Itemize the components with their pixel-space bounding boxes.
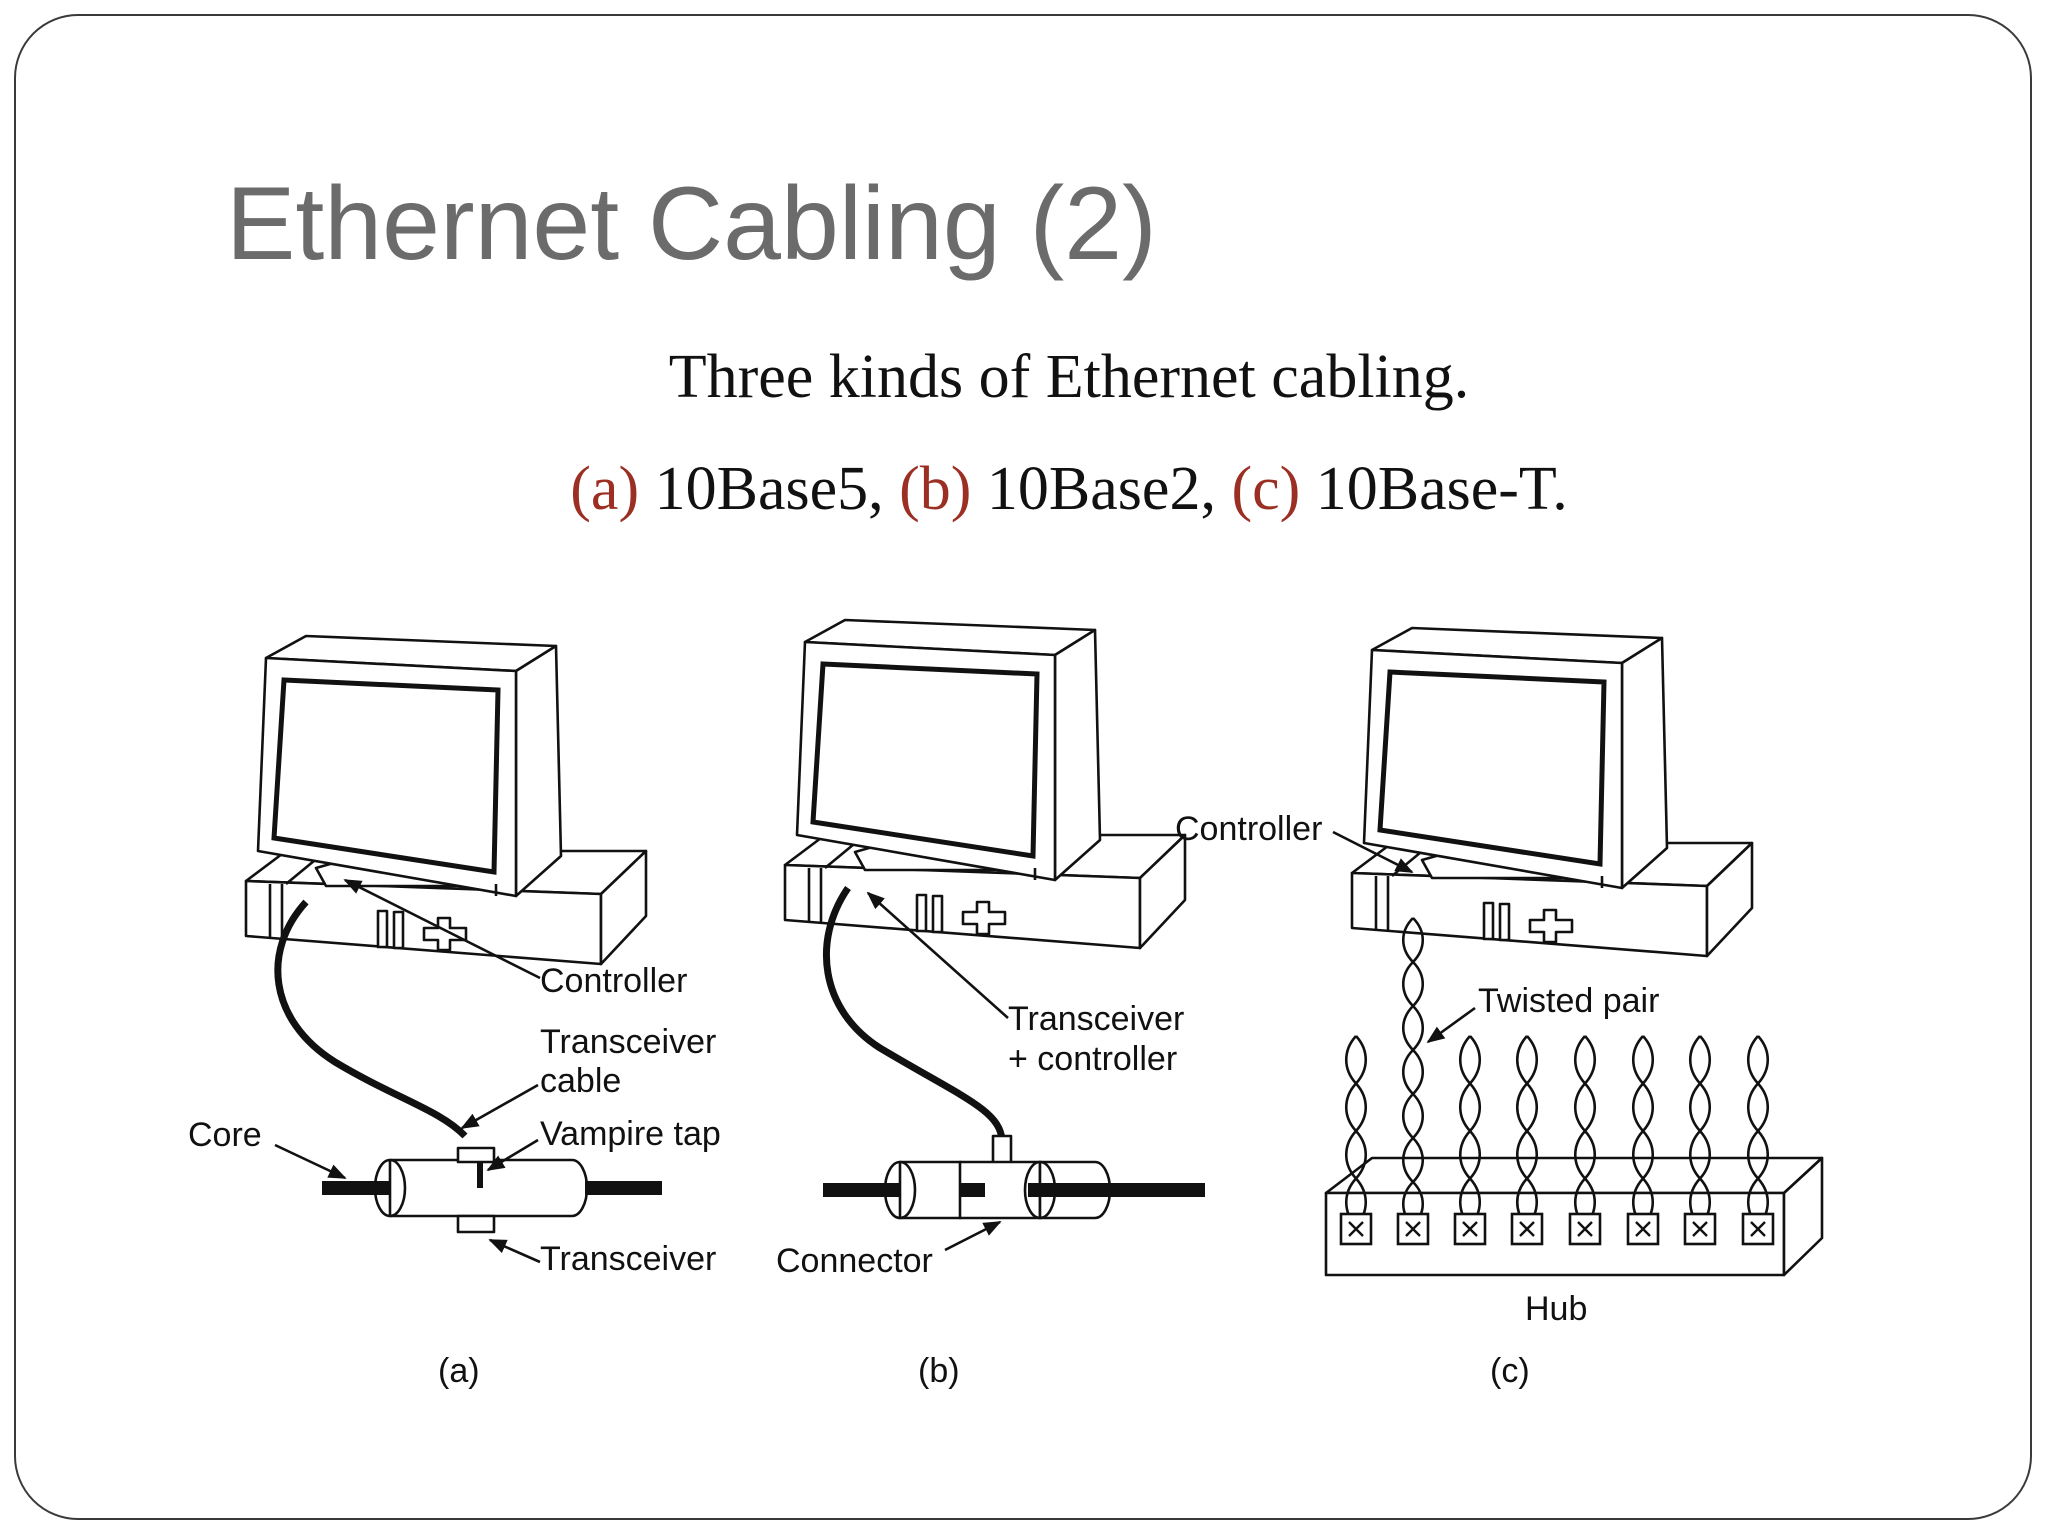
- label-transceiver: Transceiver: [540, 1240, 716, 1278]
- label-transceiver-cable-line2: cable: [540, 1062, 621, 1100]
- hub-port-x-mark: [1519, 1221, 1535, 1237]
- label-connector: Connector: [776, 1242, 933, 1280]
- panel-a-caption: (a): [438, 1352, 480, 1390]
- label-vampire-tap: Vampire tap: [540, 1115, 721, 1153]
- hub-port-x-mark: [1405, 1221, 1421, 1237]
- caption-tag-b: (b): [899, 455, 972, 523]
- label-controller-c: Controller: [1175, 810, 1322, 848]
- hub-port-x-mark: [1348, 1221, 1364, 1237]
- twisted-pair-wire: [1458, 1035, 1482, 1227]
- hub-port-x-mark: [1750, 1221, 1766, 1237]
- caption-text-a: 10Base5,: [639, 455, 900, 523]
- twisted-pair-wire: [1515, 1035, 1539, 1227]
- computer-a-icon: [246, 636, 646, 964]
- hub-port: [1626, 1212, 1660, 1246]
- twisted-pair-wire: [1746, 1035, 1770, 1227]
- panel-c-caption: (c): [1490, 1352, 1530, 1390]
- caption-line-2: (a) 10Base5, (b) 10Base2, (c) 10Base-T.: [45, 458, 2048, 520]
- twisted-pair-wire: [1344, 1035, 1368, 1227]
- label-transceiver-cable-line1: Transceiver: [540, 1023, 716, 1061]
- panel-c: Controller Twisted pair Hub (c): [1175, 628, 1824, 1390]
- label-controller-a: Controller: [540, 962, 687, 1000]
- hub-port-x-mark: [1692, 1221, 1708, 1237]
- label-transceiver-controller-line2: + controller: [1008, 1040, 1177, 1078]
- twisted-pair-wire: [1631, 1035, 1655, 1227]
- caption-line-1: Three kinds of Ethernet cabling.: [668, 343, 1470, 411]
- panel-a: Controller Transceiver cable Core Vampir…: [188, 636, 721, 1390]
- caption-text-b: 10Base2,: [971, 455, 1232, 523]
- hub-port-x-mark: [1577, 1221, 1593, 1237]
- hub-ports: [1339, 1212, 1775, 1246]
- panel-b: Transceiver + controller Connector (b): [776, 620, 1205, 1390]
- label-hub: Hub: [1525, 1290, 1587, 1328]
- hub-port-x-mark: [1635, 1221, 1651, 1237]
- twisted-pair-wire: [1688, 1035, 1712, 1227]
- hub-port-x-mark: [1462, 1221, 1478, 1237]
- twisted-pair-wire: [1573, 1035, 1597, 1227]
- slide-title: Ethernet Cabling (2): [226, 166, 1157, 282]
- label-twisted-pair: Twisted pair: [1478, 982, 1659, 1020]
- twisted-pairs: [1344, 917, 1770, 1227]
- computer-c-icon: [1352, 628, 1752, 956]
- panel-b-caption: (b): [918, 1352, 960, 1390]
- caption-text-c: 10Base-T.: [1300, 455, 1568, 523]
- caption-tag-a: (a): [570, 455, 640, 523]
- twisted-pair-wire: [1401, 917, 1425, 1227]
- label-core: Core: [188, 1116, 262, 1154]
- twisted-pair-wire: [1401, 917, 1425, 1227]
- caption-tag-c: (c): [1231, 455, 1301, 523]
- label-transceiver-controller-line1: Transceiver: [1008, 1000, 1184, 1038]
